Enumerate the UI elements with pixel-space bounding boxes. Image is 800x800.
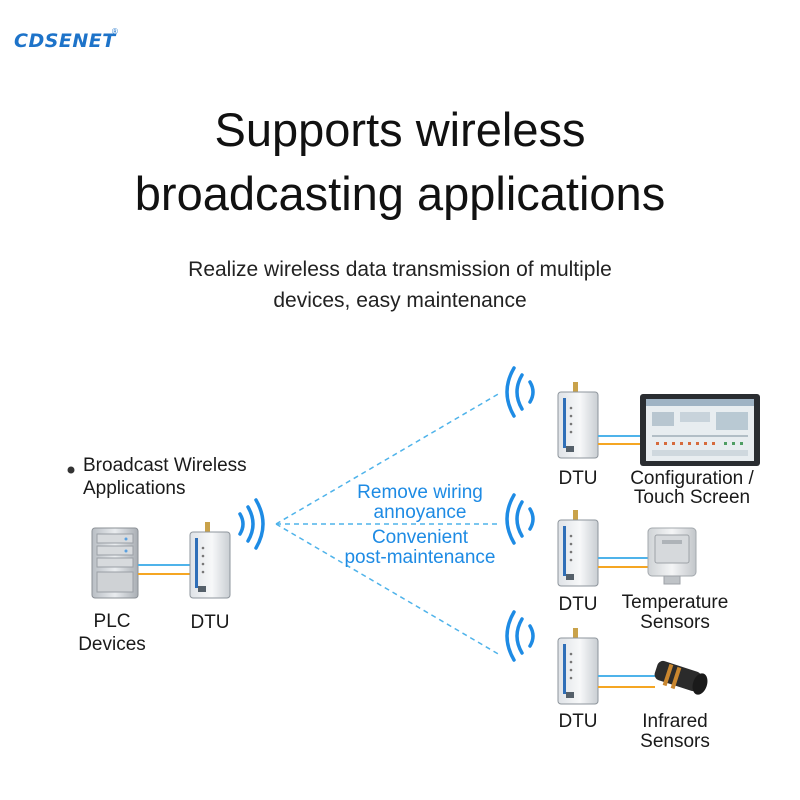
touch-screen-icon: [640, 394, 760, 466]
target-3-device-line-2: Sensors: [640, 731, 710, 752]
target-dtu-icon: [557, 382, 599, 459]
target-dtu-icon: [557, 628, 599, 705]
page-title-line-1: Supports wireless: [214, 103, 586, 156]
benefit-1-line-2: annoyance: [373, 502, 467, 523]
target-3-device-line-1: Infrared: [642, 711, 708, 732]
target-1-device-line-2: Touch Screen: [633, 487, 751, 508]
target-3-dtu-label: DTU: [558, 711, 598, 732]
legend-label-line-1: Broadcast Wireless: [83, 455, 247, 476]
plc-label-line-2: Devices: [78, 634, 146, 655]
benefit-2-line-1: Convenient: [371, 527, 469, 548]
subtitle-line-2: devices, easy maintenance: [273, 289, 527, 312]
benefit-1-line-1: Remove wiring: [357, 482, 483, 503]
subtitle-line-1: Realize wireless data transmission of mu…: [188, 258, 612, 281]
broadcast-lines: [275, 392, 501, 656]
temperature-sensor-icon: [647, 527, 697, 585]
page-title-line-2: broadcasting applications: [134, 167, 666, 220]
legend-label-line-2: Applications: [83, 478, 186, 499]
brand-logo: CDSENET: [14, 30, 116, 52]
target-1-device-line-1: Configuration /: [630, 468, 754, 489]
target-2-device-line-1: Temperature: [621, 592, 729, 613]
target-2-device-line-2: Sensors: [640, 612, 710, 633]
wireless-signal-icon: [505, 366, 535, 418]
benefit-2-line-2: post-maintenance: [344, 547, 496, 568]
wireless-signal-icon: [505, 610, 535, 662]
legend-bullet: [67, 466, 75, 474]
source-dtu-icon: [189, 522, 231, 599]
target-dtu-icon: [557, 510, 599, 587]
registered-mark: ®: [112, 27, 118, 36]
plc-server-icon: [91, 527, 139, 599]
wireless-signal-icon: [505, 493, 535, 545]
source-dtu-label: DTU: [190, 612, 230, 633]
plc-label-line-1: PLC: [93, 611, 131, 632]
target-1-dtu-label: DTU: [558, 468, 598, 489]
target-2-dtu-label: DTU: [558, 594, 598, 615]
infrared-sensor-icon: [654, 660, 708, 695]
wireless-signal-icon: [238, 498, 265, 550]
